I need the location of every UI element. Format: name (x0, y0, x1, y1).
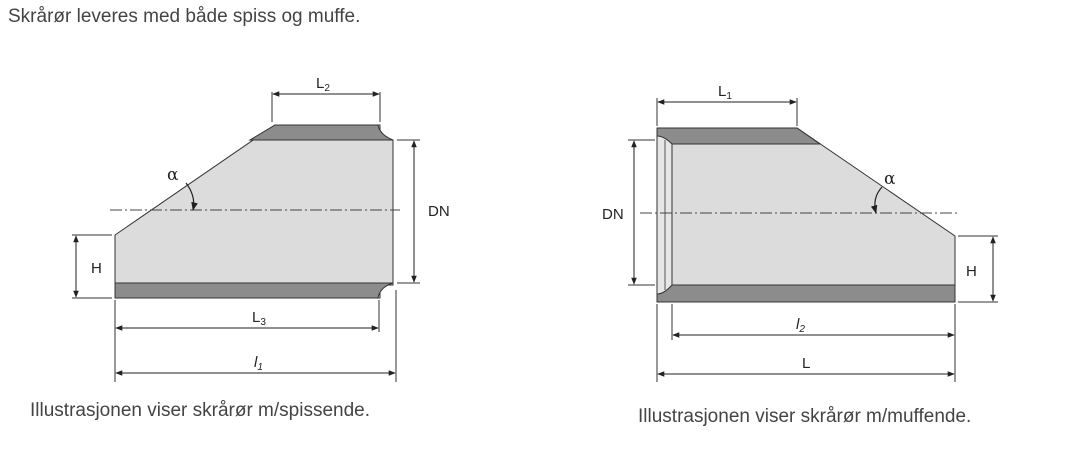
right-pipe-body (656, 127, 956, 303)
right-bottom-wall (656, 284, 956, 303)
left-l1-label: l1 (254, 354, 263, 373)
right-l2-label: l2 (796, 316, 805, 335)
right-diagram: α L1 DN H l2 L (602, 83, 998, 382)
left-h-label: H (91, 260, 102, 277)
right-alpha-label: α (884, 169, 896, 189)
right-dn-label: DN (602, 206, 624, 223)
left-bottom-wall (114, 282, 394, 299)
right-L-label: L (802, 355, 810, 372)
left-dn-label: DN (428, 203, 450, 220)
left-alpha-label: α (167, 165, 179, 185)
left-diagram: α L2 DN H L3 l1 (72, 75, 450, 382)
left-pipe-body (114, 124, 394, 299)
intro-text: Skrårør leveres med både spiss og muffe. (8, 6, 361, 27)
left-top-wall (248, 124, 394, 141)
left-angle-arc (185, 182, 198, 211)
right-top-wall (656, 127, 822, 145)
left-caption: Illustrasjonen viser skrårør m/spissende… (30, 400, 370, 421)
right-l1-label: L1 (718, 83, 732, 102)
right-h-label: H (966, 263, 977, 280)
left-l2-label: L2 (316, 75, 330, 94)
right-angle-arc (870, 186, 883, 214)
right-caption: Illustrasjonen viser skrårør m/muffende. (638, 406, 972, 427)
left-l3-label: L3 (252, 309, 266, 328)
